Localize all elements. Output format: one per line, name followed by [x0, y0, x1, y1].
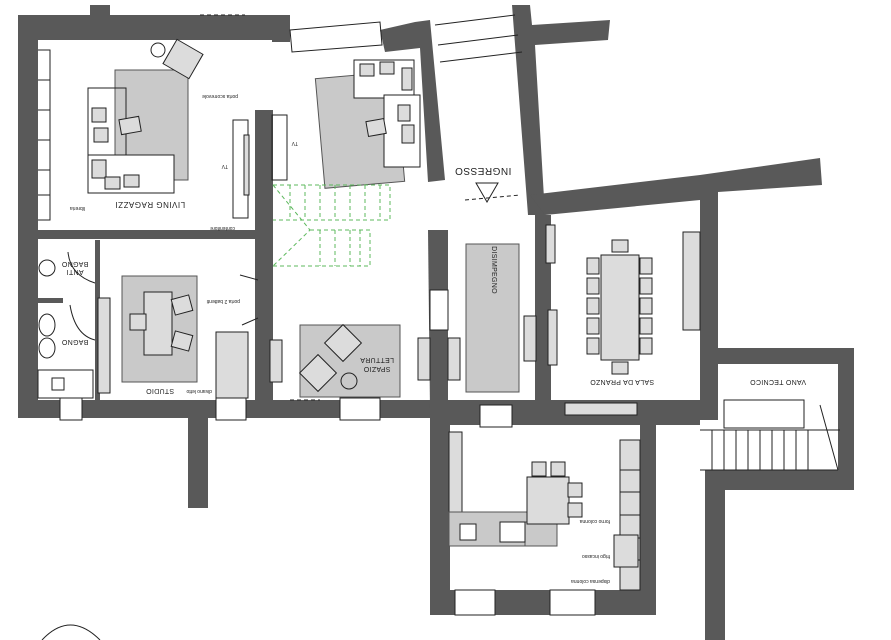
spazio-lettura-room: TV SPAZIO LETTURA [269, 59, 431, 398]
porta-scorrevole-label: porta scorrevole [202, 93, 238, 99]
studio-room: STUDIO porta 2 battenti divano letto [121, 274, 259, 399]
vano-tecnico-room: VANO TECNICO [700, 378, 840, 471]
porta-2-battenti-label: porta 2 battenti [207, 298, 240, 304]
ingresso-room: INGRESSO [455, 165, 512, 203]
divano-letto-label: divano letto [186, 388, 212, 394]
disimpegno-room: DISIMPEGNO [447, 224, 558, 393]
staircase [272, 184, 391, 267]
room-label-ingresso: INGRESSO [455, 165, 512, 176]
room-label-studio: STUDIO [146, 387, 174, 394]
north-arrow-icon [41, 624, 101, 640]
room-label-anti-bagno: ANTI [66, 268, 83, 275]
room-label-disimpegno: DISIMPEGNO [490, 246, 497, 294]
kitchen-room: forno colonna frigo incasso dispensa col… [448, 431, 641, 591]
contenitore-label: contenitore [210, 225, 235, 231]
room-label-sala-da-pranzo: SALA DA PRANZO [590, 378, 654, 385]
room-label-bagno: BAGNO [61, 338, 88, 345]
cooktop-icon [499, 521, 526, 543]
room-label-vano-tecnico: VANO TECNICO [750, 378, 806, 385]
libreria-label: libreria [70, 205, 85, 211]
tv-label: TV [221, 163, 228, 169]
windows-doors [59, 14, 638, 616]
tv-label-2: TV [291, 140, 298, 146]
room-label-spazio-lettura-2: LETTURA [360, 356, 394, 363]
room-label-living-ragazzi: LIVING RAGAZZI [115, 200, 185, 209]
frigo-label: frigo incasso [582, 553, 610, 559]
sala-da-pranzo-room: SALA DA PRANZO [586, 231, 701, 385]
living-ragazzi-room: LIVING RAGAZZI TV porta scorrevole libre… [38, 38, 250, 231]
room-label-spazio-lettura: SPAZIO [363, 365, 390, 372]
room-label-anti-bagno-2: BAGNO [61, 260, 88, 267]
entrance-arrow-icon [475, 182, 499, 203]
dispensa-label: dispensa colonna [571, 578, 610, 584]
forno-label: forno colonna [579, 518, 610, 524]
dining-chairs [586, 239, 653, 375]
bagno-room: ANTI BAGNO BAGNO [37, 240, 111, 400]
